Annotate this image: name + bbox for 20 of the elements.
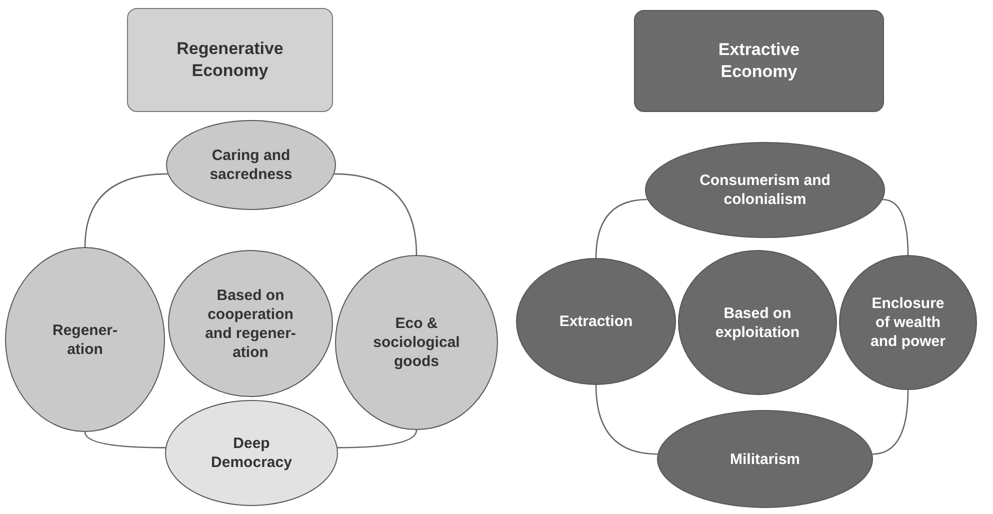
ellipse-node: Deep Democracy: [165, 400, 338, 506]
ellipse-node: Enclosure of wealth and power: [839, 255, 977, 390]
title-box: Regenerative Economy: [127, 8, 333, 112]
connector-line: [595, 198, 648, 258]
connector-line: [334, 173, 418, 256]
ellipse-node: Consumerism and colonialism: [645, 142, 885, 238]
ellipse-node: Caring and sacredness: [166, 120, 336, 210]
connector-line: [595, 384, 658, 455]
connector-line: [338, 430, 418, 448]
connector-line: [882, 198, 909, 256]
connector-line: [84, 432, 166, 448]
title-box: Extractive Economy: [634, 10, 884, 112]
connector-line: [84, 173, 168, 248]
connector-line: [872, 390, 909, 455]
ellipse-node: Regener-ation: [5, 247, 165, 432]
ellipse-node: Based on exploitation: [678, 250, 837, 395]
ellipse-node: Militarism: [657, 410, 873, 508]
ellipse-node: Eco & sociological goods: [335, 255, 498, 430]
ellipse-node: Extraction: [516, 258, 676, 385]
ellipse-node: Based on cooperation and regener-ation: [168, 250, 333, 397]
